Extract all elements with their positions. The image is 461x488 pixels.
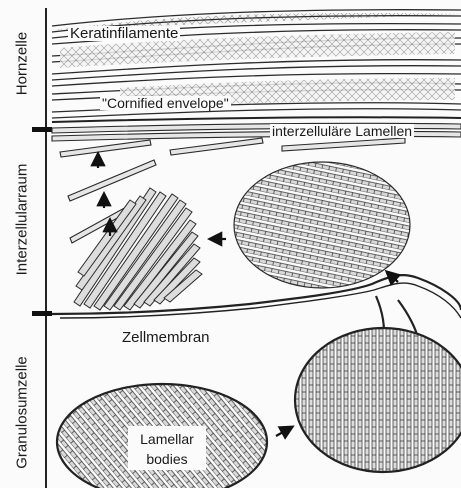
layer-label-granular: Granulosumzelle [15,343,30,483]
label-keratin-filaments: Keratinfilamente [68,26,180,41]
label-lamellar-bodies-line2: bodies [134,452,200,466]
fusing-lamellar-body [295,328,461,472]
lamellar-fusion-stack [74,188,202,310]
label-cornified-envelope: "Cornified envelope" [100,96,231,110]
boundary-tick-lower [32,311,52,316]
label-cell-membrane: Zellmembran [122,330,210,345]
released-lamellar-body [234,162,410,288]
arrow-right [276,427,292,436]
boundary-tick-upper [32,127,52,132]
layer-label-horny: Hornzelle [15,14,30,114]
label-intercellular-lamellae: interzelluläre Lamellen [270,124,414,138]
label-lamellar-bodies-line1: Lamellar [134,432,200,446]
horny-cell-boundary [52,117,461,122]
layer-label-intercellular: Interzellularraum [15,150,30,290]
